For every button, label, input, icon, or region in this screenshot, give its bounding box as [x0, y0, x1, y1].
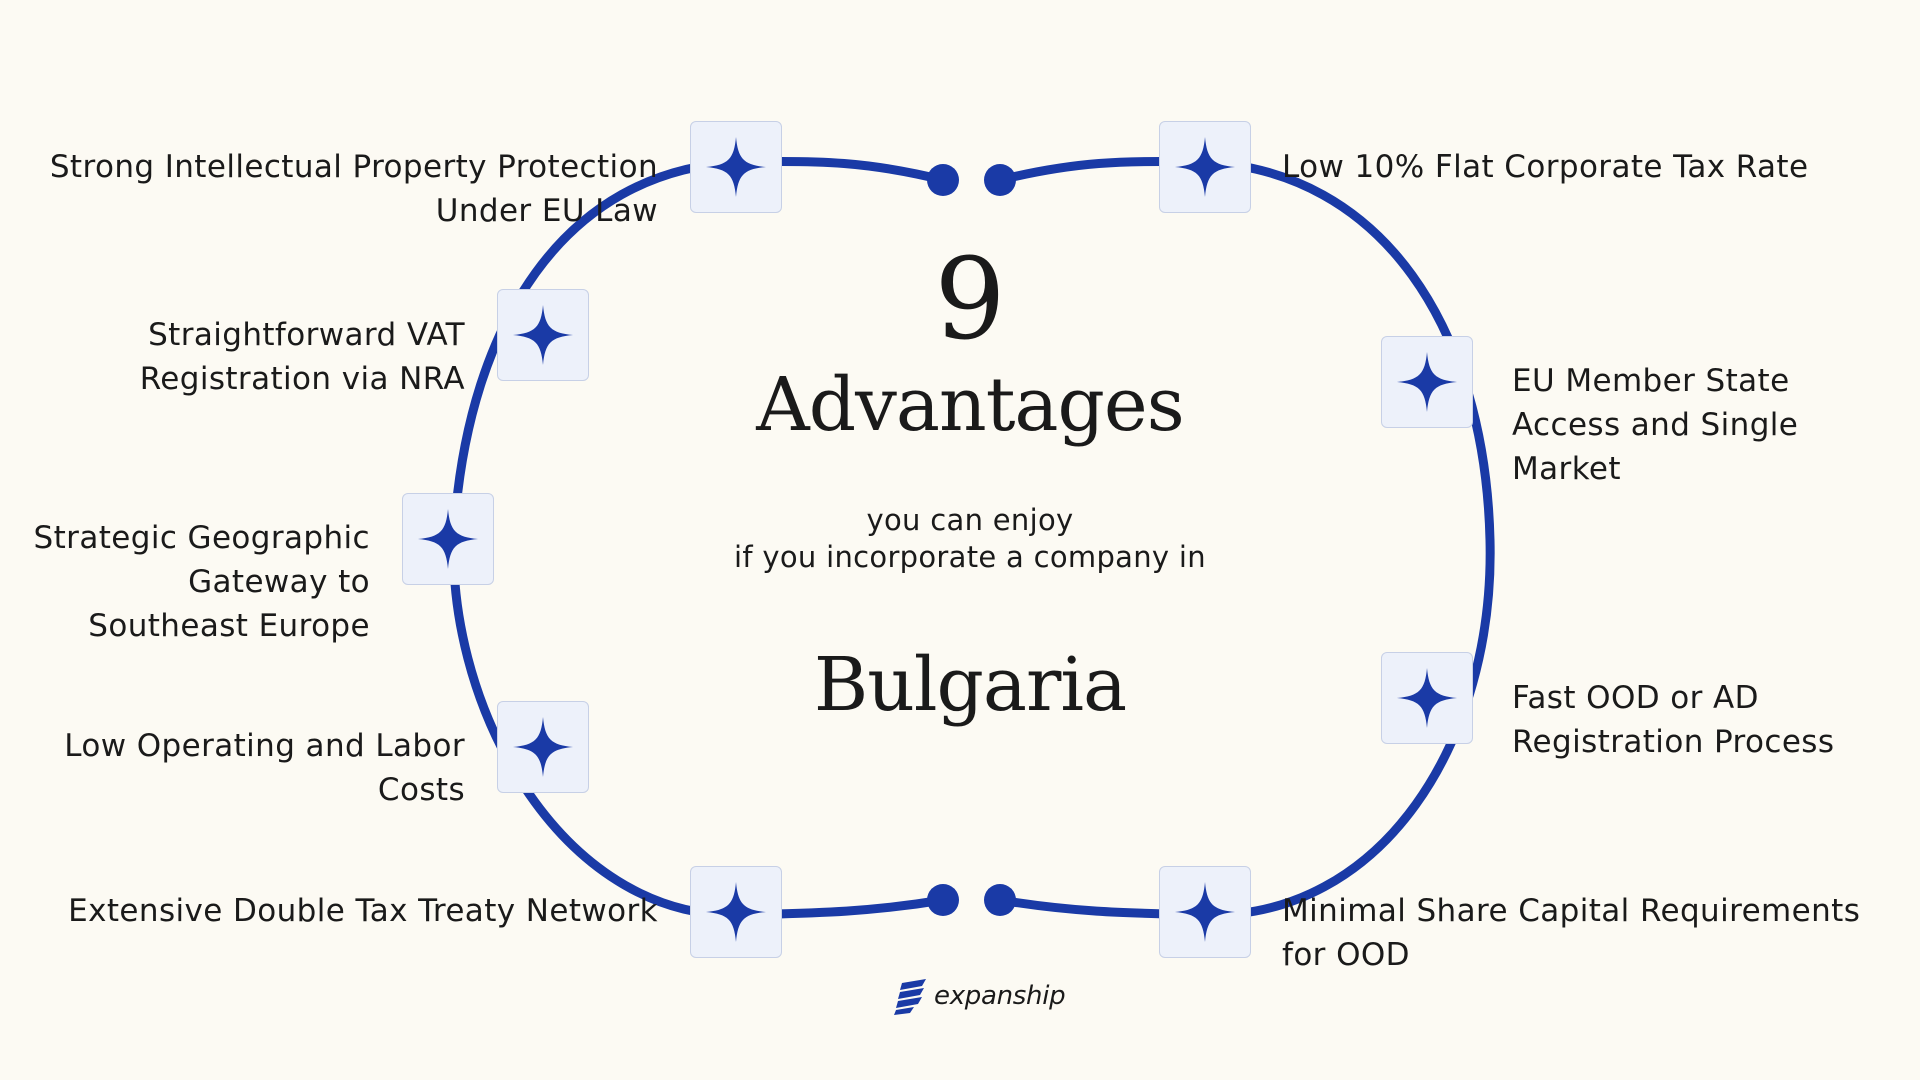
advantage-node-6 [1159, 121, 1251, 213]
subtitle-line-2: if you incorporate a company in [734, 540, 1206, 574]
subtitle-line-1: you can enjoy [866, 503, 1074, 537]
advantage-node-5 [690, 866, 782, 958]
four-point-star-icon [700, 131, 772, 203]
advantage-node-4 [497, 701, 589, 793]
advantage-node-2 [497, 289, 589, 381]
four-point-star-icon [1391, 346, 1463, 418]
four-point-star-icon [507, 711, 579, 783]
brand-name: expanship [934, 981, 1066, 1011]
four-point-star-icon [412, 503, 484, 575]
advantage-label-6: Low 10% Flat Corporate Tax Rate [1282, 149, 1809, 185]
advantages-count: 9 [934, 235, 1006, 365]
four-point-star-icon [507, 299, 579, 371]
four-point-star-icon [1169, 876, 1241, 948]
advantage-label-4: Low Operating and Labor Costs [64, 728, 465, 808]
expanship-logo-icon [894, 979, 926, 1015]
four-point-star-icon [1391, 662, 1463, 734]
advantage-label-9: Minimal Share Capital Requirements for O… [1282, 893, 1861, 973]
ring-endpoint [984, 164, 1016, 196]
page-title: Advantages [756, 362, 1184, 448]
advantage-node-3 [402, 493, 494, 585]
advantage-node-9 [1159, 866, 1251, 958]
advantage-node-8 [1381, 652, 1473, 744]
country-name: Bulgaria [813, 642, 1127, 728]
ring-endpoint [984, 884, 1016, 916]
advantage-node-1 [690, 121, 782, 213]
brand-logo: expanship [892, 974, 1066, 1018]
advantage-label-3: Strategic Geographic Gateway to Southeas… [33, 520, 370, 644]
advantage-node-7 [1381, 336, 1473, 428]
four-point-star-icon [1169, 131, 1241, 203]
advantage-label-2: Straightforward VAT Registration via NRA [139, 317, 465, 397]
subtitle: you can enjoy if you incorporate a compa… [0, 502, 1920, 576]
ring-endpoint [927, 164, 959, 196]
advantage-label-5: Extensive Double Tax Treaty Network [68, 893, 658, 929]
advantage-label-8: Fast OOD or AD Registration Process [1512, 680, 1835, 760]
advantage-label-7: EU Member State Access and Single Market [1512, 363, 1799, 487]
advantage-label-1: Strong Intellectual Property Protection … [49, 149, 658, 229]
four-point-star-icon [700, 876, 772, 948]
ring-endpoint [927, 884, 959, 916]
